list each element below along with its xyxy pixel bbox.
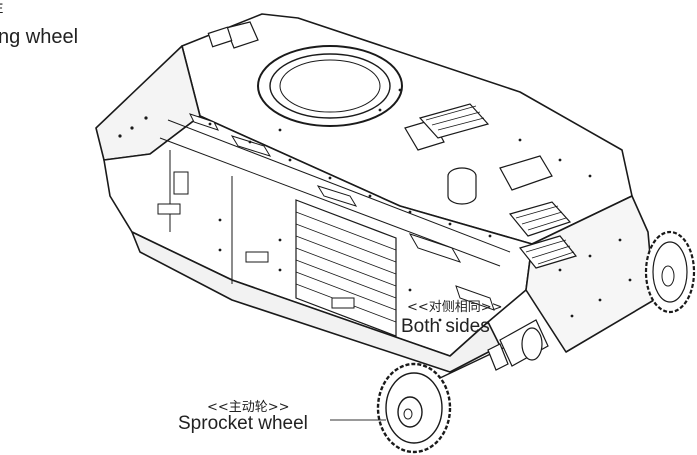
vent-grilles [295, 103, 578, 337]
sprocket-wheel [376, 339, 521, 454]
both-sides-label-cn: <<对侧相同>> [407, 300, 503, 315]
both-sides-label-en: Both sides [401, 316, 490, 337]
deck-fittings [207, 21, 553, 205]
top-wheel-label: ng wheel [0, 26, 79, 48]
sprocket-label-cn: <<主动轮>> [207, 400, 290, 415]
rear-sprocket-wheel [644, 230, 696, 314]
turret-ring [257, 45, 403, 127]
axle-hub [487, 319, 549, 371]
hull-detail-lines [157, 113, 511, 311]
top-cut-label: E [0, 1, 3, 15]
rivets [118, 88, 632, 322]
sprocket-label-en: Sprocket wheel [178, 413, 308, 434]
